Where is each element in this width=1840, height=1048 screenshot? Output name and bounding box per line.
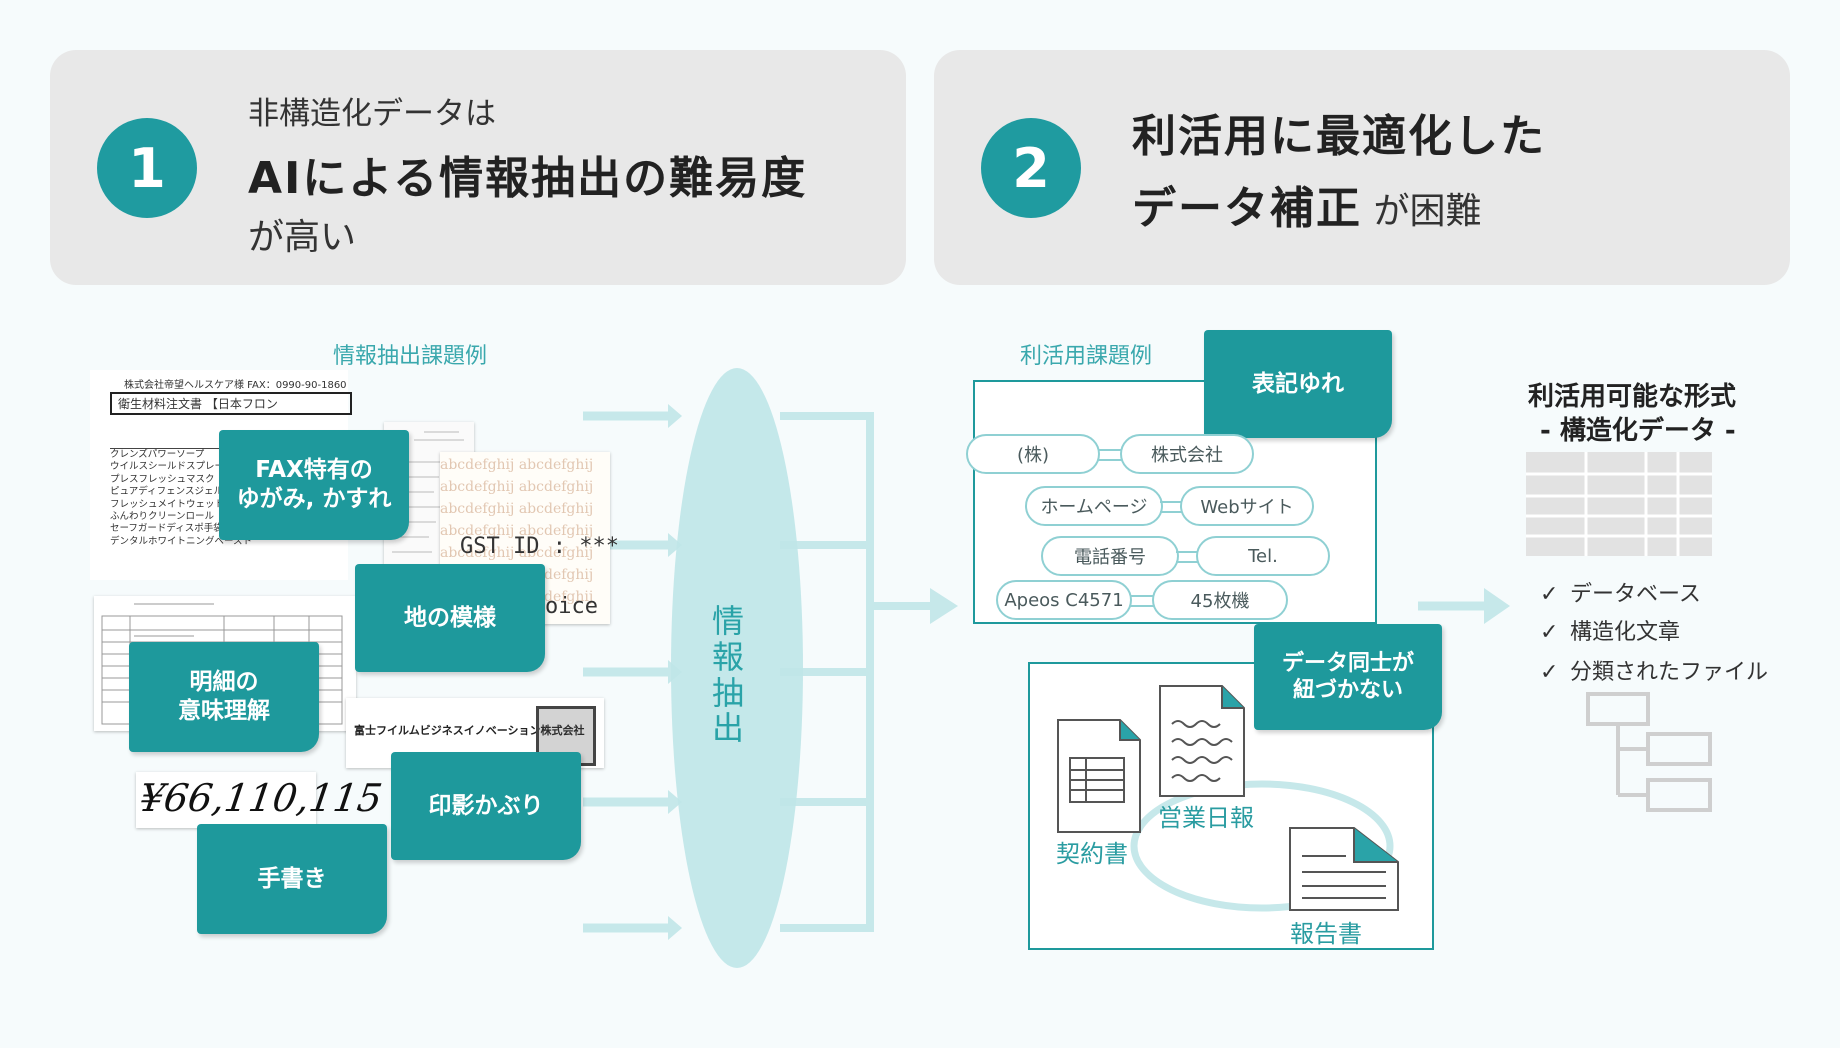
unlinked-data-label: データ同士が 紐づかない [1254,624,1442,730]
format-item-database: ✓ データベース [1540,576,1701,608]
check-icon: ✓ [1540,582,1559,607]
format-item-structured-text: ✓ 構造化文章 [1540,614,1680,646]
fax-item: クレンズパワーソープ [110,449,205,460]
equals-sign [1160,501,1190,513]
fax-item: プレスフレッシュマスク [110,473,215,485]
term-pill: 45枚機 [1152,580,1288,620]
pattern-text: abcdefghij [440,523,515,539]
utilization-challenges-caption: 利活用課題例 [1020,344,1153,369]
documents-illustration [1057,685,1399,912]
format-label: データベース [1570,582,1701,607]
fax-distortion-label: FAX特有の ゆがみ, かすれ [219,430,409,540]
check-icon: ✓ [1540,660,1559,685]
fax-item: デンタルホワイトニングペースト [110,535,253,547]
panel1-headline: AIによる情報抽出の難易度 [248,153,808,204]
notation-variation-label: 表記ゆれ [1204,330,1392,438]
fax-item: フレッシュメイトウェットティ [110,498,243,510]
term-pill: ホームページ [1025,486,1163,526]
fax-item: ウイルスシールドスプレー [110,461,225,473]
panel2-bold-term: データ補正 [1132,183,1362,234]
format-label: 分類されたファイル [1570,660,1769,685]
equals-sign [1098,449,1128,461]
pattern-text: abcdefghij [440,545,515,561]
report-doc-icon [1289,827,1399,911]
fax-title: 衛生材料注文書 【日本フロン [110,392,352,415]
panel1-line3: が高い [248,217,357,258]
format-label: 構造化文章 [1570,620,1681,645]
fax-item: ふんわりクリーンロール [110,511,215,523]
term-pill: 電話番号 [1041,536,1179,576]
line-item-meaning-label: 明細の 意味理解 [129,642,319,752]
handwriting-label: 手書き [197,824,387,934]
background-pattern-label: 地の模様 [355,564,545,672]
equals-sign [1130,595,1160,607]
hierarchy-tree-icon [1586,692,1712,812]
challenge-panel-1: 1 非構造化データは AIによる情報抽出の難易度 が高い [50,50,906,285]
fax-header: 株式会社帝望ヘルスケア様 FAX：0990-90-1860 [124,380,347,391]
gst-id-text: GST ID : *** [460,534,619,559]
pattern-text: abcdefghij [518,545,594,561]
pattern-text: abcdefghij [518,501,594,517]
pattern-text: abcdefghij [440,501,515,517]
panel2-headline: 利活用に最適化した [1132,111,1546,162]
handwritten-amount: ¥66,110,115 [136,776,385,820]
pattern-text: abcdefghij [518,457,594,473]
contract-doc-icon [1057,719,1141,833]
usable-format-title: 利活用可能な形式 [1528,382,1737,412]
term-pill: Apeos C4571 [996,580,1132,620]
daily-report-doc-icon [1159,685,1245,797]
term-pill: 株式会社 [1120,434,1254,474]
pattern-text: abcdefghij [518,523,594,539]
report-label: 報告書 [1290,920,1362,948]
term-pill: Webサイト [1180,486,1314,526]
pattern-text: abcdefghij [440,457,515,473]
term-pill: Tel. [1196,536,1330,576]
pattern-text: abcdefghij [518,479,594,495]
stamp-company-name: 富士フイルムビジネスイノベーション株式会社 [354,724,585,737]
check-icon: ✓ [1540,620,1559,645]
handwriting-sample: ¥66,110,115 [136,772,385,828]
fax-items-list: クレンズパワーソープ ウイルスシールドスプレー プレスフレッシュマスク ピュアデ… [110,448,253,548]
structured-table-icon [1526,452,1712,556]
panel1-line1: 非構造化データは [248,96,496,132]
panel2-line2: データ補正 が困難 [1132,172,1481,236]
contract-label: 契約書 [1056,840,1128,868]
extraction-ellipse [671,368,803,968]
daily-report-label: 営業日報 [1158,804,1254,832]
term-pill: (株) [966,434,1100,474]
fax-item: セーフガードディスポ手袋 [110,523,223,535]
panel2-line2-rest: が困難 [1362,191,1482,232]
format-item-classified-files: ✓ 分類されたファイル [1540,654,1768,686]
fax-item: ピュアディフェンスジェル [110,486,223,498]
extraction-challenges-caption: 情報抽出課題例 [333,344,488,369]
invoice-fragment: oice [545,594,598,619]
pattern-text: abcdefghij [440,479,515,495]
number-badge-1: 1 [97,118,197,218]
extraction-label: 情報抽出 [712,602,745,748]
stamp-overlap-label: 印影かぶり [391,752,581,860]
number-badge-2: 2 [981,118,1081,218]
structured-data-subtitle: - 構造化データ - [1540,416,1736,446]
challenge-panel-2: 2 利活用に最適化した データ補正 が困難 [934,50,1790,285]
equals-sign [1176,551,1206,563]
